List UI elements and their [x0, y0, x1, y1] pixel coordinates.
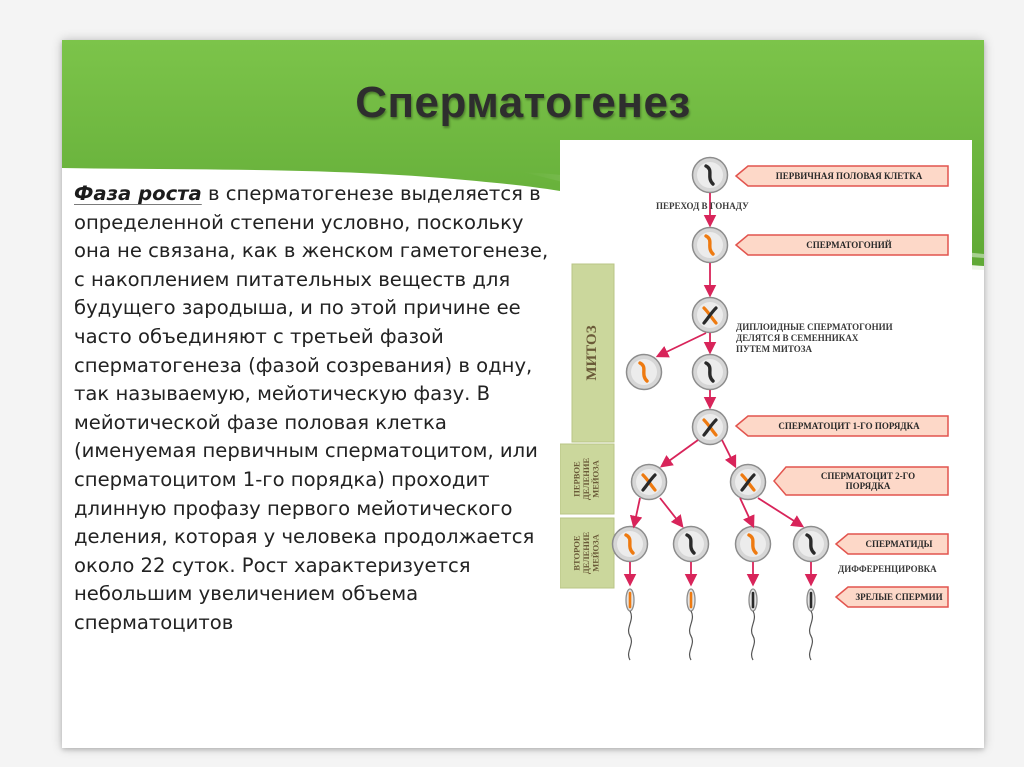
chromosome-single — [747, 533, 758, 555]
note-diploid-line: ДИПЛОИДНЫЕ СПЕРМАТОГОНИИ — [736, 322, 893, 332]
tag-label-line: ПОРЯДКА — [846, 481, 891, 491]
tag-label: ПЕРВИЧНАЯ ПОЛОВАЯ КЛЕТКА — [776, 171, 923, 181]
phase-mitosis: МИТОЗ — [571, 263, 615, 443]
cell-spermatocyte-2-left — [630, 463, 668, 501]
phase-label: МИТОЗ — [584, 325, 600, 380]
cell-spermatid-2 — [672, 525, 710, 563]
tag-shape — [834, 586, 949, 608]
phase-box — [571, 263, 615, 443]
tag-label: ЗРЕЛЫЕ СПЕРМИИ — [855, 592, 942, 602]
tag-label-line: СПЕРМАТОЦИТ 2-ГО — [821, 471, 915, 481]
cell-diploid-left — [625, 353, 663, 391]
sperm-tail — [688, 610, 694, 661]
arrow-meiosis2-2 — [659, 497, 684, 528]
cell-spermatid-4 — [792, 525, 830, 563]
phase-meiosis-2: ВТОРОЕДЕЛЕНИЕМЕЙОЗА — [560, 517, 615, 589]
tag-shape — [734, 165, 949, 187]
arrow-meiosis2-1 — [629, 497, 643, 529]
chromosome-single — [638, 361, 649, 383]
arrow-meiosis1-right — [721, 439, 737, 469]
tag-label-line: ПЕРВИЧНАЯ ПОЛОВАЯ КЛЕТКА — [776, 171, 923, 181]
phase-label: ПЕРВОЕДЕЛЕНИЕМЕЙОЗА — [571, 458, 600, 501]
chromosome-dark — [740, 473, 756, 492]
chromosome-single — [685, 533, 696, 555]
note-differentiation-line: ДИФФЕРЕНЦИРОВКА — [838, 564, 937, 574]
cell-mitosis-parent — [691, 296, 729, 334]
tag-shape — [773, 466, 949, 496]
cell-diploid-right — [691, 353, 729, 391]
slide: Сперматогенез Фаза роста в сперматогенез… — [62, 40, 984, 748]
chromosome-dark — [641, 473, 657, 492]
cell-spermatocyte-1 — [691, 408, 729, 446]
arrow-meiosis2-3 — [739, 497, 755, 529]
cell-spermatid-3 — [734, 525, 772, 563]
phase-label-line: ПЕРВОЕ — [571, 461, 581, 497]
cell-spermatid-1 — [611, 525, 649, 563]
phase-meiosis-1: ПЕРВОЕДЕЛЕНИЕМЕЙОЗА — [560, 443, 615, 515]
sperm-2 — [686, 588, 696, 661]
tag-label-line: СПЕРМАТОГОНИЙ — [806, 240, 891, 250]
chromosome-single — [704, 234, 715, 256]
tag-shape — [734, 234, 949, 256]
phase-label: ВТОРОЕДЕЛЕНИЕМЕЙОЗА — [571, 532, 600, 575]
slide-title: Сперматогенез — [355, 78, 691, 127]
tag-spermatids: СПЕРМАТИДЫ — [834, 533, 949, 555]
tag-label: СПЕРМАТИДЫ — [865, 539, 932, 549]
tag-label-line: СПЕРМАТИДЫ — [865, 539, 932, 549]
arrow-meiosis2-4 — [757, 497, 805, 528]
phase-box — [560, 517, 615, 589]
sperm-tail — [808, 610, 814, 661]
chromosome-single — [704, 361, 715, 383]
note-diploid-line: ПУТЕМ МИТОЗА — [736, 344, 812, 354]
sperm-tail — [750, 610, 756, 661]
tag-label: СПЕРМАТОЦИТ 1-ГО ПОРЯДКА — [778, 421, 920, 431]
phase-label-line: МЕЙОЗА — [590, 533, 600, 571]
phase-label-line: МЕЙОЗА — [590, 459, 600, 497]
tag-label-line: СПЕРМАТОЦИТ 1-ГО ПОРЯДКА — [778, 421, 920, 431]
tag-spermatocyte-1: СПЕРМАТОЦИТ 1-ГО ПОРЯДКА — [734, 415, 949, 437]
chromosome-single — [704, 164, 715, 186]
body-lead-term: Фаза роста — [74, 182, 202, 205]
phase-box — [560, 443, 615, 515]
tag-primary-germ-cell: ПЕРВИЧНАЯ ПОЛОВАЯ КЛЕТКА — [734, 165, 949, 187]
chromosome-single — [805, 533, 816, 555]
sperm-tail — [627, 610, 633, 661]
note-gonad-transfer: ПЕРЕХОД В ГОНАДУ — [656, 201, 749, 211]
tag-label: СПЕРМАТОГОНИЙ — [806, 240, 891, 250]
cell-spermatogonium — [691, 226, 729, 264]
cell-primary-germ — [691, 156, 729, 194]
note-gonad-transfer-line: ПЕРЕХОД В ГОНАДУ — [656, 201, 749, 211]
note-diploid-line: ДЕЛЯТСЯ В СЕМЕННИКАХ — [736, 333, 859, 343]
chromosome-dark — [702, 306, 718, 325]
phase-label-line: ВТОРОЕ — [571, 535, 581, 570]
sperm-1 — [625, 588, 635, 661]
tag-label-line: ЗРЕЛЫЕ СПЕРМИИ — [855, 592, 942, 602]
body-paragraph: Фаза роста в сперматогенезе выделяется в… — [74, 180, 554, 638]
cell-spermatocyte-2-right — [729, 463, 767, 501]
sperm-3 — [748, 588, 758, 661]
chromosome-dark — [702, 418, 718, 437]
sperm-4 — [806, 588, 816, 661]
tag-spermatogonium: СПЕРМАТОГОНИЙ — [734, 234, 949, 256]
phase-label-line: МИТОЗ — [584, 325, 600, 380]
note-differentiation: ДИФФЕРЕНЦИРОВКА — [838, 564, 937, 574]
chromosome-single — [624, 533, 635, 555]
phase-label-line: ДЕЛЕНИЕ — [581, 458, 591, 501]
phase-label-line: ДЕЛЕНИЕ — [581, 532, 591, 575]
tag-shape — [734, 415, 949, 437]
arrow-meiosis1-left — [659, 439, 699, 468]
arrow-to-diploid-left — [655, 332, 707, 358]
tag-mature-sperm: ЗРЕЛЫЕ СПЕРМИИ — [834, 586, 949, 608]
body-text: в сперматогенезе выделяется в определенн… — [74, 182, 549, 634]
tag-shape — [834, 533, 949, 555]
